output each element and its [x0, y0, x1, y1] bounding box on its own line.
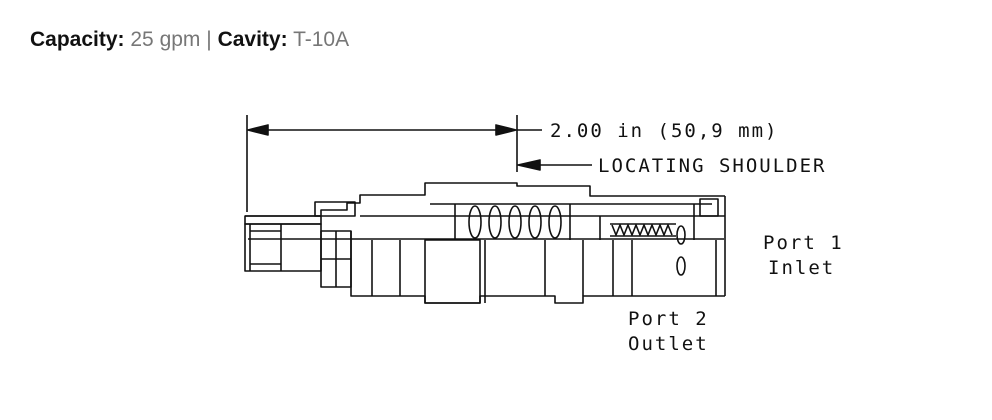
spec-line: Capacity: 25 gpm | Cavity: T-10A: [30, 28, 349, 52]
body: [350, 196, 726, 304]
capacity-value: 25 gpm: [130, 28, 201, 51]
port1-label-line1: Port 1: [763, 232, 844, 254]
capacity-label: Capacity:: [30, 28, 125, 51]
cavity-label: Cavity:: [217, 28, 288, 51]
locating-shoulder-label: LOCATING SHOULDER: [598, 155, 826, 177]
dimension-line: [246, 115, 542, 212]
dimension-label: 2.00 in (50,9 mm): [550, 120, 778, 142]
cage: [245, 182, 725, 240]
port2-label-line1: Port 2: [628, 308, 709, 330]
port1-label-line2: Inlet: [768, 257, 835, 279]
cavity-value: T-10A: [293, 28, 350, 51]
stem: [244, 215, 322, 272]
spec-separator: |: [206, 28, 212, 51]
port2-label-line2: Outlet: [628, 333, 709, 355]
diagram-labels: 2.00 in (50,9 mm) LOCATING SHOULDER Port…: [550, 120, 844, 355]
pilot-spring: [610, 223, 676, 237]
end-cap: [676, 198, 719, 276]
locating-shoulder-leader: [517, 159, 592, 171]
main-spring: [468, 205, 562, 239]
